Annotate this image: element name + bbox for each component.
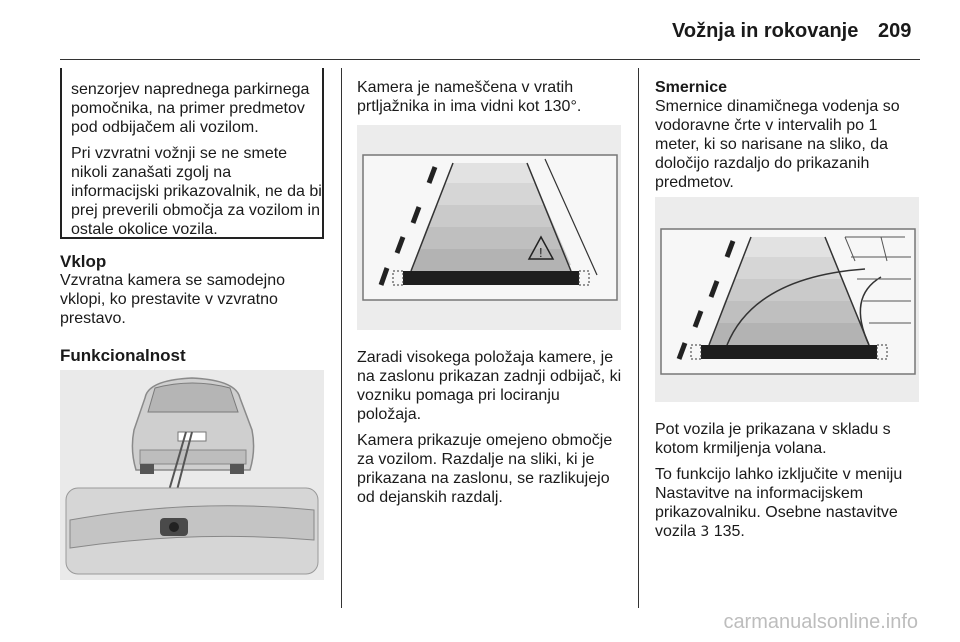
heading-funkcionalnost: Funkcionalnost <box>60 346 186 365</box>
column-3-top: Smernice Smernice dinamičnega vodenja so… <box>655 78 920 199</box>
column-3-bottom: Pot vozila je prikazana v skladu s kotom… <box>655 420 920 549</box>
col2-paragraph-2: Zaradi visokega položaja kamere, je na z… <box>357 349 622 423</box>
guideline-display-illustration <box>655 197 919 402</box>
col2-paragraph-1: Kamera je nameščena v vratih prtljažnika… <box>357 79 582 115</box>
page-number: 209 <box>878 20 912 42</box>
svg-text:!: ! <box>539 245 543 260</box>
car-camera-illustration <box>60 370 324 580</box>
header-rule <box>60 59 920 60</box>
warning-text-2: Pri vzvratni vožnji se ne smete nikoli z… <box>71 145 322 238</box>
column-2-top: Kamera je nameščena v vratih prtljažnika… <box>357 78 625 123</box>
column-divider-1 <box>341 68 342 608</box>
camera-display-illustration: ! <box>357 125 621 330</box>
vklop-text: Vzvratna kamera se samodejno vklopi, ko … <box>60 272 285 327</box>
heading-smernice: Smernice <box>655 79 728 96</box>
col2-paragraph-3: Kamera prikazuje omejeno območje za vozi… <box>357 432 613 506</box>
page-header-title: Vožnja in rokovanje <box>672 20 859 42</box>
col3-paragraph-1: Smernice dinamičnega vodenja so vodoravn… <box>655 98 900 191</box>
section-vklop: Vklop Vzvratna kamera se samodejno vklop… <box>60 252 324 365</box>
column-2-bottom: Zaradi visokega položaja kamere, je na z… <box>357 348 627 514</box>
col3-paragraph-2: Pot vozila je prikazana v skladu s kotom… <box>655 421 891 457</box>
footer-watermark: carmanualsonline.info <box>723 611 918 633</box>
column-divider-2 <box>638 68 639 608</box>
warning-box: senzorjev naprednega parkirnega pomočnik… <box>60 68 324 239</box>
col3-paragraph-3: To funkcijo lahko izključite v meniju Na… <box>655 465 920 542</box>
heading-vklop: Vklop <box>60 252 107 271</box>
page-reference-link[interactable]: 135. <box>709 523 745 540</box>
warning-text-1: senzorjev naprednega parkirnega pomočnik… <box>71 81 310 136</box>
col3-paragraph-3a: To funkcijo lahko izključite v meniju Na… <box>655 466 903 540</box>
page-reference-arrow-icon: 3 <box>700 524 710 540</box>
